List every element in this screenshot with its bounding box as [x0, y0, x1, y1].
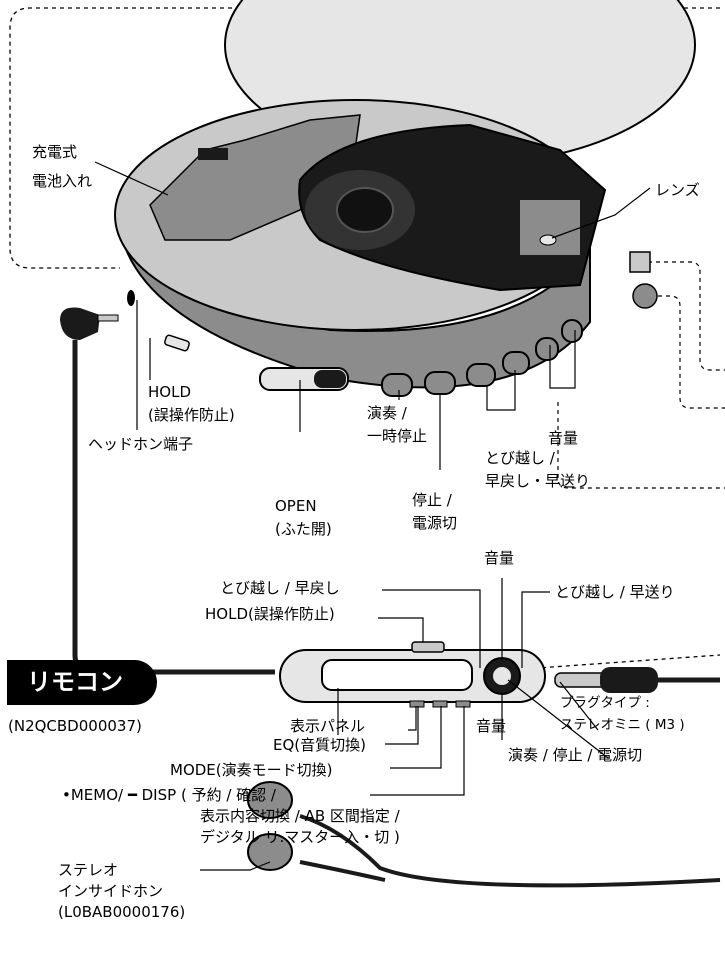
label-hold-2: (誤操作防止) [148, 406, 235, 424]
earphone-right [247, 833, 293, 871]
dashed-lead-1 [648, 261, 725, 371]
label-headphone-jack: ヘッドホン端子 [88, 435, 194, 453]
label-play-pause-1: 演奏 / [367, 404, 407, 422]
label-earphone-3: (L0BAB0000176) [58, 903, 186, 921]
remote-connector-icon [632, 283, 658, 309]
label-volume-unit: 音量 [548, 429, 579, 447]
earphone-cable-2 [299, 860, 386, 882]
label-open-1: OPEN [275, 497, 317, 515]
dashed-lead-2 [658, 295, 725, 409]
label-earphone-2: インサイドホン [58, 882, 164, 900]
eq-button [409, 700, 425, 708]
label-display-panel: 表示パネル [290, 717, 366, 735]
label-memo-disp-2: 表示内容切換 / AB 区間指定 / [200, 807, 400, 825]
label-remote-skip-forward: とび越し / 早送り [555, 583, 675, 601]
label-battery-1: 充電式 [32, 143, 78, 161]
battery-compartment [149, 114, 361, 241]
label-remote-volume-top: 音量 [484, 549, 515, 567]
dashed-frame-remote [509, 654, 721, 671]
label-play-pause-2: 一時停止 [367, 427, 428, 445]
label-remote-model: (N2QCBD000037) [8, 717, 142, 735]
label-skip-1: とび越し / [485, 449, 555, 467]
remote-hold-switch [411, 641, 445, 653]
leader-lines [94, 161, 651, 871]
label-battery-2: 電池入れ [32, 172, 93, 190]
remote-title-badge: リモコン [7, 660, 157, 705]
headphone-plug-tip [97, 314, 119, 322]
label-plug-type-2: ステレオミニ ( M3 ) [560, 717, 685, 733]
cd-hub [336, 187, 394, 233]
label-hold-1: HOLD [148, 383, 191, 401]
label-stop-power-1: 停止 / [412, 491, 452, 509]
label-lens: レンズ [655, 181, 700, 199]
skip-forward-button [502, 351, 530, 375]
label-play-stop-power: 演奏 / 停止 / 電源切 [508, 746, 643, 764]
label-remote-hold: HOLD(誤操作防止) [205, 605, 335, 623]
play-stop-power-icon [493, 667, 511, 685]
hold-switch [164, 334, 190, 352]
label-stop-power-2: 電源切 [412, 514, 458, 532]
label-memo-disp-3: デジタル リ.マスター入・切 ) [200, 828, 400, 846]
stop-button [424, 371, 456, 395]
earphone-cable-1 [299, 814, 721, 888]
headphone-jack-icon [127, 290, 135, 306]
label-eq: EQ(音質切換) [273, 736, 366, 754]
pickup-window [520, 200, 580, 255]
m3-plug-body [600, 667, 658, 693]
label-remote-volume-bottom: 音量 [476, 717, 507, 735]
dc-connector-icon [629, 251, 651, 273]
label-open-2: (ふた開) [275, 520, 332, 538]
play-pause-button [381, 373, 413, 397]
dashed-frame-top [9, 7, 720, 269]
skip-back-button [466, 363, 496, 387]
volume-down-button [535, 337, 559, 361]
remote-display [321, 659, 473, 691]
volume-up-button [561, 319, 583, 343]
label-remote-skip-back: とび越し / 早戻し [220, 579, 340, 597]
battery-latch [198, 148, 228, 160]
open-slider-knob [314, 370, 346, 388]
mode-button [432, 700, 448, 708]
lens-icon [539, 234, 557, 246]
memo-disp-button [455, 700, 471, 708]
label-plug-type-1: プラグタイプ : [560, 695, 650, 711]
label-skip-2: 早戻し・早送り [485, 472, 591, 490]
label-earphone-1: ステレオ [58, 861, 119, 879]
headphone-plug [60, 307, 100, 340]
label-mode: MODE(演奏モード切換) [170, 761, 333, 779]
label-memo-disp-1: •MEMO/ ━ DISP ( 予約 / 確認 / [62, 786, 276, 804]
earphone-left [247, 781, 293, 819]
